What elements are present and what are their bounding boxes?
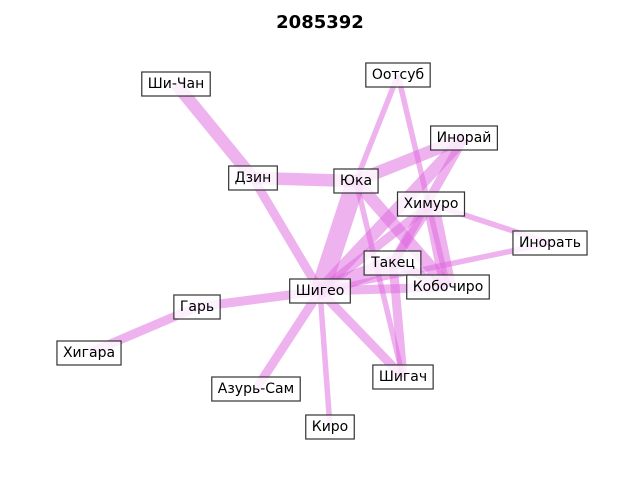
node-shichan: Ши-Чан — [141, 71, 211, 97]
node-box — [363, 250, 422, 276]
node-inorai: Инорай — [430, 125, 498, 151]
node-label: Оотсуб — [372, 67, 424, 83]
node-box — [430, 125, 498, 151]
node-label: Азурь-Сам — [218, 381, 294, 397]
node-label: Киро — [312, 419, 349, 435]
edge-shigeo-shigach — [316, 287, 407, 381]
node-label: Инорать — [519, 235, 581, 251]
edge-takets-shigach — [388, 262, 408, 378]
node-box — [141, 71, 211, 97]
node-shigeo: Шигео — [289, 278, 351, 304]
node-label: Гарь — [180, 299, 214, 315]
node-box — [333, 168, 379, 194]
edge-dzin-shigeo — [249, 175, 324, 294]
node-inorat: Инорать — [512, 230, 588, 256]
edge-inorai-shigeo — [315, 133, 469, 296]
node-box — [228, 165, 278, 191]
node-dzin: Дзин — [228, 165, 278, 191]
node-box — [56, 340, 122, 366]
node-box — [289, 278, 351, 304]
node-label: Кобочиро — [413, 279, 484, 295]
edge-inorat-shigeo — [319, 240, 551, 294]
node-gar: Гарь — [173, 294, 221, 320]
node-label: Дзин — [235, 170, 272, 186]
node-ootsub: Оотсуб — [365, 62, 431, 88]
graph-title: 2085392 — [276, 12, 364, 33]
node-label: Хигара — [63, 345, 115, 361]
node-label: Юка — [340, 173, 372, 189]
node-box — [406, 274, 490, 300]
node-shigach: Шигач — [372, 364, 434, 390]
node-box — [372, 364, 434, 390]
node-box — [305, 414, 355, 440]
node-label: Шигач — [379, 369, 427, 385]
node-box — [173, 294, 221, 320]
node-box — [211, 376, 301, 402]
node-label: Ши-Чан — [148, 76, 204, 92]
node-box — [512, 230, 588, 256]
node-kiro: Киро — [305, 414, 355, 440]
node-box — [396, 191, 466, 217]
node-label: Такец — [370, 255, 415, 271]
edge-shigeo-azursam — [252, 288, 324, 392]
node-azursam: Азурь-Сам — [211, 376, 301, 402]
edge-yuka-shigeo — [310, 177, 366, 295]
edge-shichan-dzin — [171, 80, 258, 182]
node-takets: Такец — [363, 250, 422, 276]
node-yuka: Юка — [333, 168, 379, 194]
node-kobochiro: Кобочиро — [406, 274, 490, 300]
edge-yuka-ootsub — [353, 73, 401, 183]
edge-shigeo-kiro — [317, 290, 333, 428]
node-label: Шигео — [296, 283, 345, 299]
node-label: Химуро — [404, 196, 459, 212]
node-label: Инорай — [437, 130, 492, 146]
node-higara: Хигара — [56, 340, 122, 366]
node-himuro: Химуро — [396, 191, 466, 217]
edge-himuro-kobochiro — [423, 202, 456, 289]
node-box — [365, 62, 431, 88]
